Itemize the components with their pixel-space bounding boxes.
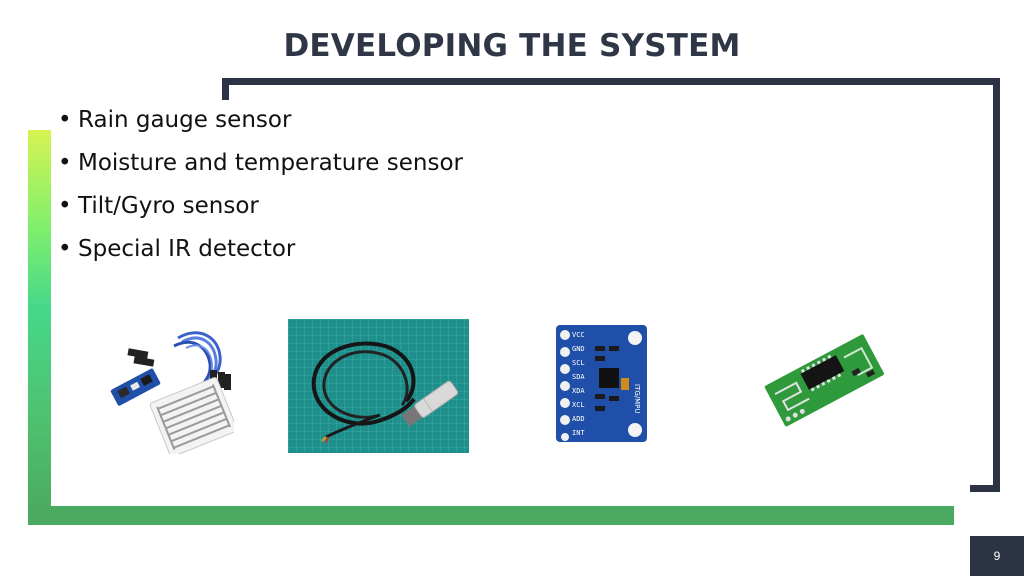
frame-right-bottom-tick xyxy=(970,485,1000,492)
bullet-text: Tilt/Gyro sensor xyxy=(78,193,259,219)
gyro-pin-label: SDA xyxy=(572,373,585,381)
bullet-item: •Special IR detector xyxy=(58,229,463,272)
gyro-pin-label: XCL xyxy=(572,401,585,409)
bullet-item: •Tilt/Gyro sensor xyxy=(58,186,463,229)
gyro-pin-label: VCC xyxy=(572,331,585,339)
gyro-pin-label: SCL xyxy=(572,359,585,367)
bullet-item: •Moisture and temperature sensor xyxy=(58,143,463,186)
slide-title: DEVELOPING THE SYSTEM xyxy=(283,28,741,64)
bullet-dot-icon: • xyxy=(58,193,72,219)
bullet-list: •Rain gauge sensor •Moisture and tempera… xyxy=(58,100,463,272)
bullet-dot-icon: • xyxy=(58,236,72,262)
gyro-pin-label: INT xyxy=(572,429,585,437)
moisture-temperature-sensor-image xyxy=(288,319,469,453)
bullet-text: Special IR detector xyxy=(78,236,296,262)
gyro-chip-label: ITG/MPU xyxy=(633,384,641,414)
gyro-pin-label: GND xyxy=(572,345,585,353)
bullet-item: •Rain gauge sensor xyxy=(58,100,463,143)
bullet-dot-icon: • xyxy=(58,150,72,176)
bullet-dot-icon: • xyxy=(58,107,72,133)
ir-detector-image xyxy=(764,334,884,427)
frame-top-border xyxy=(222,78,1000,85)
green-accent-left-bar xyxy=(28,130,51,525)
frame-right-border xyxy=(993,78,1000,492)
gyro-pin-label: ADD xyxy=(572,415,585,423)
green-accent-bottom-bar xyxy=(28,506,954,525)
frame-top-left-tick xyxy=(222,78,229,100)
tilt-gyro-sensor-image: VCC GND SCL SDA XDA XCL ADD INT ITG/MPU xyxy=(556,325,647,442)
page-number-badge: 9 xyxy=(970,536,1024,576)
gyro-pin-label: XDA xyxy=(572,387,585,395)
bullet-text: Rain gauge sensor xyxy=(78,107,292,133)
rain-gauge-sensor-image xyxy=(110,331,234,454)
bullet-text: Moisture and temperature sensor xyxy=(78,150,463,176)
